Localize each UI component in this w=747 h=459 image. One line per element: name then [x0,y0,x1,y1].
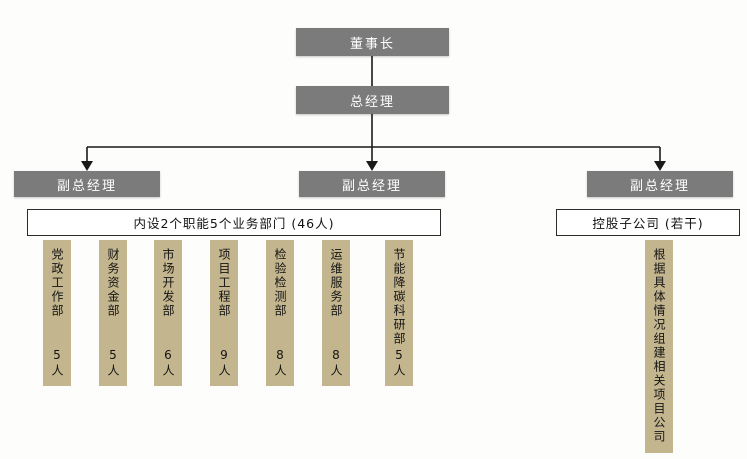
department-box-inspection-testing: 检验检测部 8人 [266,240,294,386]
department-name: 财务资金部 [106,248,120,318]
department-box-finance: 财务资金部 5人 [99,240,127,386]
holding-subsidiary-banner: 控股子公司 (若干) [556,209,740,236]
arrowhead-left [81,161,93,171]
functional-departments-label: 内设2个职能5个业务部门 (46人) [133,216,335,231]
deputy-gm-label-1: 副总经理 [56,178,117,194]
arrowhead-right [654,161,666,171]
arrowhead-middle [366,161,378,171]
department-name: 运维服务部 [329,248,343,318]
department-headcount: 6人 [161,348,175,378]
department-box-party-affairs: 党政工作部 5人 [43,240,71,386]
department-name: 项目工程部 [217,248,231,318]
department-box-operations-maintenance: 运维服务部 8人 [322,240,350,386]
deputy-gm-box-1: 副总经理 [14,171,160,197]
department-box-project-engineering: 项目工程部 9人 [210,240,238,386]
department-name: 检验检测部 [273,248,287,318]
department-box-market-development: 市场开发部 6人 [154,240,182,386]
functional-departments-banner: 内设2个职能5个业务部门 (46人) [27,209,441,236]
deputy-gm-box-2: 副总经理 [299,171,445,197]
department-headcount: 8人 [273,348,287,378]
department-name: 市场开发部 [161,248,175,318]
department-headcount: 5人 [106,348,120,378]
deputy-gm-box-3: 副总经理 [587,171,733,197]
department-name: 党政工作部 [50,248,64,318]
chairman-label: 董事长 [349,36,395,52]
department-headcount: 8人 [329,348,343,378]
chairman-box: 董事长 [296,28,449,56]
deputy-gm-label-3: 副总经理 [629,178,690,194]
department-headcount: 5人 [50,348,64,378]
subsidiary-note-box: 根据具体情况组建相关项目公司 [645,240,673,453]
deputy-gm-label-2: 副总经理 [341,178,402,194]
department-headcount: 9人 [217,348,231,378]
department-box-energy-research: 节能降碳科研部 5人 [385,240,413,386]
department-headcount: 5人 [392,348,406,378]
subsidiary-note-text: 根据具体情况组建相关项目公司 [652,248,666,444]
department-name: 节能降碳科研部 [392,248,406,346]
holding-subsidiary-label: 控股子公司 (若干) [592,216,704,231]
general-manager-label: 总经理 [349,94,395,110]
general-manager-box: 总经理 [296,86,449,114]
